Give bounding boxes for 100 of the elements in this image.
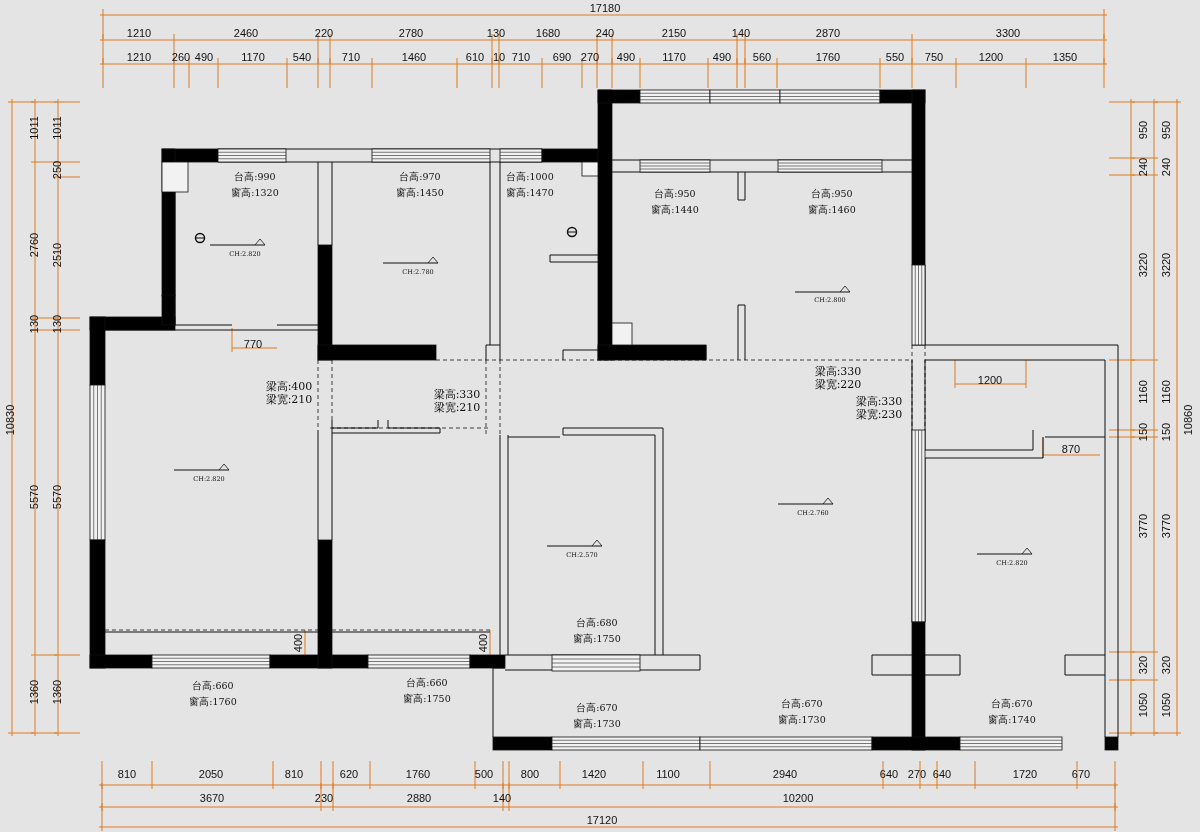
dimension-label: 1050 — [1160, 692, 1172, 718]
dimension-label: 810 — [117, 768, 137, 780]
dimension-label: 950 — [1137, 120, 1149, 140]
dimension-label: 560 — [752, 51, 772, 63]
dimension-label: 2510 — [51, 242, 63, 268]
dimension-label: 3220 — [1137, 252, 1149, 278]
window-height-label: 台高:970 — [399, 172, 441, 182]
dimension-label: 710 — [511, 51, 531, 63]
dimension-label: 130 — [486, 27, 506, 39]
dimension-label: 400 — [292, 633, 304, 653]
dimension-label: 320 — [1137, 655, 1149, 675]
dimension-label: 10830 — [4, 404, 16, 436]
window-height-label: 台高:950 — [811, 189, 853, 199]
dimension-label: 3770 — [1137, 513, 1149, 539]
dimension-label: 1420 — [581, 768, 607, 780]
dimension-label: 1760 — [815, 51, 841, 63]
beam-size-label: 梁高:400 — [265, 380, 313, 392]
dimension-label: 710 — [341, 51, 361, 63]
dimension-label: 550 — [885, 51, 905, 63]
dimension-label: 2780 — [398, 27, 424, 39]
dimension-label: 3770 — [1160, 513, 1172, 539]
window-height-label: 台高:680 — [576, 618, 618, 628]
dimension-label: 1720 — [1012, 768, 1038, 780]
dimension-label: 270 — [907, 768, 927, 780]
dimension-label: 400 — [477, 633, 489, 653]
dimension-label: 2880 — [406, 792, 432, 804]
dimension-label: 500 — [474, 768, 494, 780]
dimension-label: 2050 — [198, 768, 224, 780]
dimension-label: 1760 — [405, 768, 431, 780]
window-height-label: 台高:670 — [576, 703, 618, 713]
dimension-label: 1160 — [1160, 380, 1172, 404]
dimension-label: 1210 — [126, 51, 152, 63]
dimension-label: 3220 — [1160, 252, 1172, 278]
dimension-label: 1011 — [51, 116, 63, 140]
window-height-label: 窗高:1320 — [231, 188, 279, 198]
dimension-label: 130 — [51, 314, 63, 334]
dimension-label: 10200 — [782, 792, 814, 804]
dimension-label: 2870 — [815, 27, 841, 39]
window-height-label: 台高:670 — [991, 699, 1033, 709]
beam-size-label: 梁高:330 — [433, 388, 481, 400]
window-height-label: 台高:660 — [406, 678, 448, 688]
dimension-label: 10 — [492, 51, 506, 63]
dimension-label: 950 — [1160, 120, 1172, 140]
dimension-label: 1170 — [241, 51, 265, 63]
dimension-label: 320 — [1160, 655, 1172, 675]
dimension-label: 800 — [520, 768, 540, 780]
window-height-label: 窗高:1460 — [808, 205, 856, 215]
dimension-label: 2460 — [233, 27, 259, 39]
dimension-label: 5570 — [28, 484, 40, 510]
dimension-label: 2940 — [772, 768, 798, 780]
dimension-label: 490 — [712, 51, 732, 63]
dimension-label: 620 — [339, 768, 359, 780]
dimension-label: 640 — [879, 768, 899, 780]
window-height-label: 窗高:1750 — [403, 694, 451, 704]
dimension-label: 2150 — [661, 27, 687, 39]
dimension-label: 770 — [243, 338, 263, 350]
window-height-label: 窗高:1470 — [506, 188, 554, 198]
dimension-label: 240 — [1137, 157, 1149, 177]
dimension-label: 150 — [1160, 422, 1172, 442]
dimension-label: 670 — [1071, 768, 1091, 780]
dimension-label: 240 — [1160, 157, 1172, 177]
dimension-label: 10860 — [1182, 404, 1194, 436]
dimension-label: 1050 — [1137, 692, 1149, 718]
dimension-label: 610 — [465, 51, 485, 63]
dimension-label: 490 — [616, 51, 636, 63]
dimension-label: 810 — [284, 768, 304, 780]
dimension-label: 750 — [924, 51, 944, 63]
beam-size-label: 梁高:330 — [814, 365, 862, 377]
dimension-label: 220 — [314, 27, 334, 39]
beam-size-label: 梁宽:230 — [855, 408, 903, 420]
dimension-label: 260 — [171, 51, 191, 63]
dimension-label: 1200 — [978, 51, 1004, 63]
dimension-label: 1200 — [977, 374, 1003, 386]
window-height-label: 窗高:1740 — [988, 715, 1036, 725]
dimension-label: 230 — [314, 792, 334, 804]
dimension-label: 1360 — [51, 679, 63, 705]
dimension-label: 640 — [932, 768, 952, 780]
dimension-label: 130 — [28, 314, 40, 334]
beam-size-label: 梁宽:210 — [433, 401, 481, 413]
dimension-label: 3300 — [995, 27, 1021, 39]
window-height-label: 窗高:1440 — [651, 205, 699, 215]
dimension-label: 1680 — [535, 27, 561, 39]
beam-size-label: 梁高:330 — [855, 395, 903, 407]
window-height-label: 窗高:1750 — [573, 634, 621, 644]
dimension-label: 490 — [194, 51, 214, 63]
window-height-label: 台高:670 — [781, 699, 823, 709]
dimension-label: 1460 — [401, 51, 427, 63]
beam-size-label: 梁宽:220 — [814, 378, 862, 390]
dimension-label: 1210 — [126, 27, 152, 39]
dimension-label: 1350 — [1052, 51, 1078, 63]
window-height-label: 窗高:1730 — [778, 715, 826, 725]
window-height-label: 台高:990 — [234, 172, 276, 182]
dimension-label: 870 — [1061, 443, 1081, 455]
dimension-label: 150 — [1137, 422, 1149, 442]
dimension-label: 270 — [580, 51, 600, 63]
dimension-label: 1011 — [28, 116, 40, 140]
window-height-label: 台高:1000 — [506, 172, 554, 182]
window-height-label: 台高:950 — [654, 189, 696, 199]
dimension-label: 540 — [292, 51, 312, 63]
dimension-label: 690 — [552, 51, 572, 63]
